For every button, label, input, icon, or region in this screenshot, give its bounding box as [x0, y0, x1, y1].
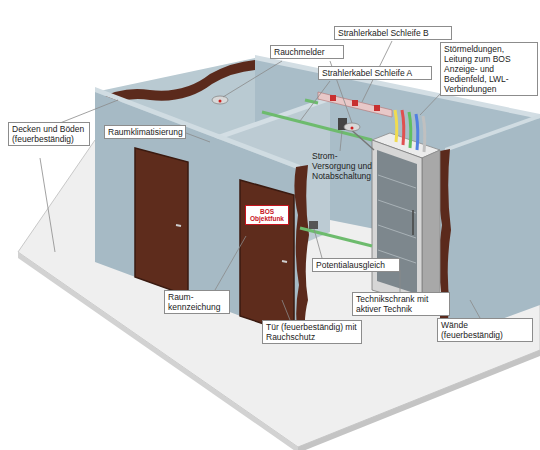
leader-line — [186, 133, 210, 142]
cabinet-glass — [377, 150, 417, 294]
rack-unit — [378, 200, 416, 213]
callout-text: Rauchmelder — [274, 47, 340, 57]
door — [135, 148, 188, 296]
wall-top — [95, 87, 300, 170]
cabinet-handle — [412, 210, 414, 235]
cable-clamp — [374, 105, 380, 111]
leader-line — [340, 131, 342, 151]
cable — [409, 112, 411, 148]
callout-box: Potentialausgleich — [312, 258, 400, 272]
floor-edge — [298, 350, 540, 450]
callout-box: Störmeldungen, Leitung zum BOS Anzeige- … — [440, 42, 538, 96]
sign-text: BOS Objektfunk — [247, 208, 287, 222]
cable — [423, 116, 425, 152]
door-handle — [176, 225, 181, 226]
detector-led — [219, 100, 222, 103]
rack-unit — [378, 175, 416, 188]
callout-box: Raumklimatisierung — [104, 125, 186, 139]
leader-line — [40, 158, 55, 252]
callout-box: Technikschrank mit aktiver Technik — [352, 292, 450, 316]
callout-box: Strahlerkabel Schleife A — [318, 66, 432, 80]
callout-box: Tür (feuerbeständig) mit Rauchschutz — [262, 320, 362, 344]
leader-line — [420, 92, 442, 115]
callout-text: Strahlerkabel Schleife B — [338, 28, 448, 38]
callout-text: Strahlerkabel Schleife A — [322, 68, 428, 78]
wall-cut — [294, 165, 309, 338]
callout-text: Technikschrank mit aktiver Technik — [356, 294, 446, 314]
cabinet-side — [422, 150, 440, 305]
cabinet-front — [372, 140, 422, 305]
callout-text: Potentialausgleich — [316, 260, 396, 270]
earth-bar — [309, 221, 318, 229]
annotation-label: Strom- Versorgung und Notabschaltung — [312, 151, 378, 181]
callout-box: Raum- kennzeichung — [164, 290, 230, 314]
leader-line — [300, 81, 330, 121]
cable — [416, 114, 418, 150]
leader-line — [400, 270, 401, 292]
cable — [402, 110, 404, 145]
earth-cable — [300, 228, 372, 246]
callout-text: Decken und Böden (feuerbeständig) — [12, 124, 86, 144]
cable-tray — [318, 92, 392, 117]
callout-text: Raumklimatisierung — [108, 127, 182, 137]
cable — [395, 110, 397, 142]
radiating-cable — [262, 112, 372, 140]
cable-clamp — [352, 100, 358, 106]
wall-top — [445, 114, 540, 152]
door-sign: BOS Objektfunk — [245, 205, 289, 225]
right-wall — [445, 118, 540, 340]
door — [240, 180, 294, 334]
callout-box: Decken und Böden (feuerbeständig) — [8, 122, 90, 146]
callout-text: Tür (feuerbeständig) mit Rauchschutz — [266, 322, 358, 342]
cable-clamp — [330, 95, 336, 101]
smoke-detector — [344, 123, 360, 131]
leader-line — [282, 300, 290, 320]
callout-text: Wände (feuerbeständig) — [441, 320, 529, 340]
leader-line — [470, 300, 480, 318]
rack-unit — [378, 225, 416, 238]
leader-line — [314, 229, 322, 258]
leader-line — [215, 236, 246, 290]
door-handle — [282, 261, 287, 262]
callout-text: Raum- kennzeichung — [168, 292, 226, 312]
radiating-cable — [305, 100, 318, 103]
callout-text: Störmeldungen, Leitung zum BOS Anzeige- … — [444, 44, 534, 94]
callout-box: Wände (feuerbeständig) — [437, 318, 533, 342]
wall-top — [215, 96, 330, 141]
detector-led — [351, 127, 354, 130]
callout-box: Strahlerkabel Schleife B — [334, 26, 452, 40]
callout-box: Rauchmelder — [270, 45, 344, 59]
leader-line — [223, 61, 282, 97]
smoke-detector — [212, 96, 228, 104]
leader-line — [60, 100, 118, 123]
